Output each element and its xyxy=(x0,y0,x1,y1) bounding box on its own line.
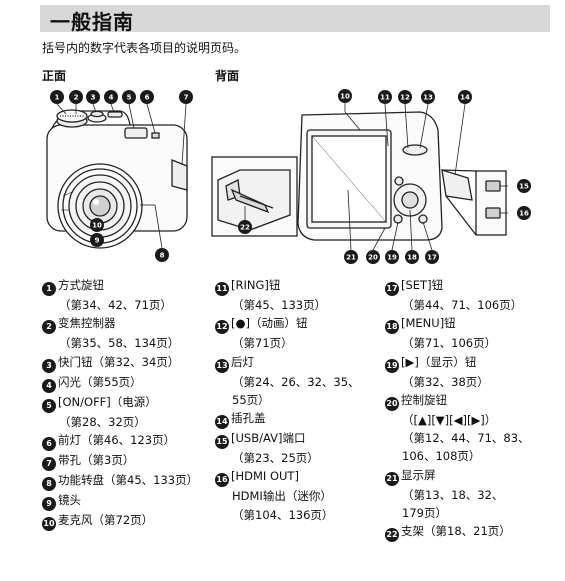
svg-text:2: 2 xyxy=(74,94,79,102)
callout-22: 22 xyxy=(238,220,252,234)
callout-14: 14 xyxy=(458,90,472,104)
list-item-pages: （第104、136页） xyxy=(232,507,334,522)
list-item-pages: （第34、42、71页） xyxy=(59,298,172,312)
list-item-pages: （第71、106页） xyxy=(402,336,497,351)
callout-15: 15 xyxy=(517,179,531,193)
list-item-pages: （第23、25页） xyxy=(232,451,319,466)
svg-text:13: 13 xyxy=(423,94,433,102)
svg-text:10: 10 xyxy=(340,93,350,101)
list-item-pages: （[▲][▼][◀][▶]） xyxy=(402,412,497,427)
list-item-pages: （第32、38页） xyxy=(402,374,489,389)
intro-text: 括号内的数字代表各项目的说明页码。 xyxy=(42,41,247,55)
back-label: 背面 xyxy=(215,69,240,83)
callout-17: 17 xyxy=(425,250,439,264)
list-item: 5[ON/OFF]（电源） xyxy=(42,393,207,413)
list-item-pages: （第13、18、32、 xyxy=(402,487,504,502)
list-item: 18[MENU]钮 xyxy=(385,314,565,335)
list-item-pages: （第12、44、71、83、 xyxy=(402,431,530,446)
list-item-pages: （第44、71、106页） xyxy=(402,298,523,312)
svg-text:14: 14 xyxy=(460,94,470,102)
svg-text:1: 1 xyxy=(55,94,60,102)
list-item: 19[▶]（显示）钮 xyxy=(385,353,565,373)
list-item-pages: HDMI输出（迷你） xyxy=(232,489,332,504)
list-item-pages: （第28、32页） xyxy=(59,414,146,429)
callout-6: 6 xyxy=(140,90,154,104)
svg-text:9: 9 xyxy=(95,237,100,245)
svg-text:17: 17 xyxy=(427,254,437,262)
back-camera-illustration xyxy=(211,111,507,241)
front-label: 正面 xyxy=(42,69,67,83)
callout-11: 11 xyxy=(378,90,392,104)
callout-12: 12 xyxy=(398,90,412,104)
callout-3: 3 xyxy=(86,90,100,104)
callout-4: 4 xyxy=(104,90,118,104)
callout-1: 1 xyxy=(50,90,64,104)
list-item: 17[SET]钮 xyxy=(385,276,565,296)
svg-text:21: 21 xyxy=(346,254,356,262)
callout-7: 7 xyxy=(179,90,193,104)
callout-16: 16 xyxy=(517,206,531,220)
list-item-pages: （第71页） xyxy=(232,336,293,351)
callout-8: 8 xyxy=(155,248,169,262)
svg-text:15: 15 xyxy=(519,183,529,191)
list-item: 12[●]（动画）钮 xyxy=(215,314,385,335)
callout-10-front: 10 xyxy=(90,218,104,232)
list-item: 15[USB/AV]端口 xyxy=(215,429,385,450)
callout-20: 20 xyxy=(366,250,380,264)
list-item: 11[RING]钮 xyxy=(215,276,385,296)
list-item-pages: 179页） xyxy=(402,506,447,521)
svg-text:20: 20 xyxy=(368,254,378,262)
callout-9: 9 xyxy=(90,233,104,247)
callout-13: 13 xyxy=(421,90,435,104)
callout-19: 19 xyxy=(385,250,399,264)
callout-18: 18 xyxy=(405,250,419,264)
svg-text:19: 19 xyxy=(387,254,397,262)
camera-illustrations: 1 2 3 4 5 6 7 10 9 8 xyxy=(46,89,531,264)
front-camera-illustration xyxy=(46,109,188,249)
svg-text:16: 16 xyxy=(519,210,529,218)
svg-text:18: 18 xyxy=(407,254,417,262)
svg-text:3: 3 xyxy=(91,94,96,102)
callout-10-back: 10 xyxy=(338,89,352,103)
list-item: 16[HDMI OUT] xyxy=(215,467,385,488)
svg-text:11: 11 xyxy=(380,94,390,102)
svg-text:4: 4 xyxy=(109,94,114,102)
parts-list-column-2: 11[RING]钮 （第45、133页） 12[●]（动画）钮 （第71页） 1… xyxy=(215,276,385,524)
svg-text:10: 10 xyxy=(92,222,102,230)
svg-text:12: 12 xyxy=(400,94,410,102)
svg-text:5: 5 xyxy=(127,94,132,102)
callout-21: 21 xyxy=(344,250,358,264)
list-item-pages: 55页） xyxy=(232,392,270,407)
svg-text:8: 8 xyxy=(160,252,165,260)
callout-2: 2 xyxy=(69,90,83,104)
list-item-pages: （第24、26、32、35、 xyxy=(232,374,360,389)
back-callout-lines xyxy=(244,103,508,251)
callout-5: 5 xyxy=(122,90,136,104)
svg-text:7: 7 xyxy=(184,94,189,102)
list-item-pages: （第35、58、134页） xyxy=(59,336,180,351)
list-item-pages: 106、108页） xyxy=(402,449,481,464)
list-item-pages: （第45、133页） xyxy=(232,298,327,312)
title-bar: 一般指南 xyxy=(40,5,550,34)
svg-text:22: 22 xyxy=(240,224,250,232)
svg-text:6: 6 xyxy=(145,94,150,102)
page-title: 一般指南 xyxy=(50,10,134,34)
parts-list-column-3: 17[SET]钮 （第44、71、106页） 18[MENU]钮 （第71、10… xyxy=(385,276,565,543)
